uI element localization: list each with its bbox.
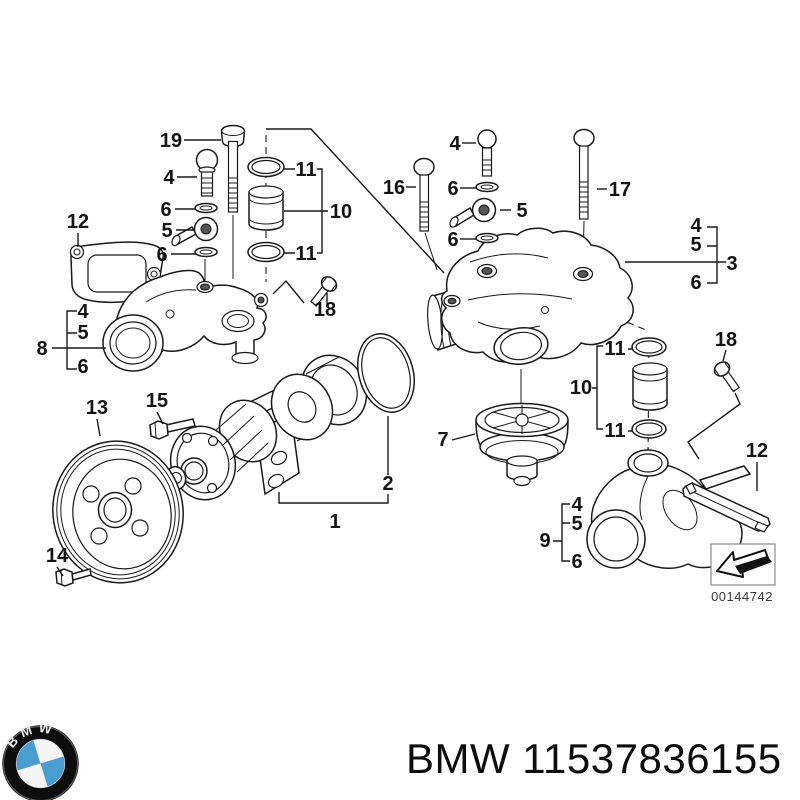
part-oring-11-right-top — [631, 337, 667, 357]
callout-11: 11 — [295, 243, 316, 265]
callout-5: 5 — [690, 234, 701, 256]
callout-2: 2 — [382, 473, 393, 495]
callout-8: 8 — [36, 338, 47, 360]
part-sleeve-10-left — [248, 185, 284, 231]
callout-6: 6 — [447, 178, 458, 200]
part-number-label: BMW 11537836155 — [406, 735, 782, 782]
callout-15: 15 — [146, 390, 168, 412]
callout-6: 6 — [160, 199, 171, 221]
callout-12: 12 — [746, 440, 768, 462]
callout-5: 5 — [161, 220, 172, 242]
part-bolt-14 — [55, 568, 92, 587]
part-washer-6-left-top — [194, 202, 218, 214]
part-bolt-4-left — [195, 148, 219, 197]
callout-14: 14 — [46, 545, 69, 567]
part-bolt-18-right — [713, 361, 741, 393]
part-bolt-16 — [413, 157, 435, 232]
callout-6: 6 — [690, 272, 701, 294]
part-sleeve-10-right — [632, 362, 668, 411]
callout-10: 10 — [330, 201, 352, 223]
callout-3: 3 — [726, 253, 737, 275]
callout-6: 6 — [571, 551, 582, 573]
callout-5: 5 — [77, 322, 88, 344]
callout-12: 12 — [67, 211, 89, 233]
part-bolt-19 — [220, 124, 246, 213]
part-bolt-18-left — [310, 276, 338, 307]
part-water-pump-1 — [165, 354, 368, 501]
callout-6: 6 — [77, 356, 88, 378]
part-washer-6-right-bottom — [475, 232, 499, 244]
callout-7: 7 — [437, 429, 448, 451]
leader-lines — [52, 128, 758, 577]
part-bolt-4-right — [477, 129, 497, 177]
part-bolt-15 — [149, 418, 196, 440]
callout-4: 4 — [163, 167, 175, 189]
callout-11: 11 — [604, 420, 625, 442]
bmw-logo: BMW — [0, 714, 79, 800]
callout-13: 13 — [86, 397, 108, 419]
part-pulley-13 — [52, 440, 184, 584]
part-oring-2 — [357, 333, 415, 413]
part-banjo-5-left — [171, 216, 219, 247]
part-oring-11-left-bottom — [247, 241, 285, 263]
callout-18: 18 — [715, 329, 737, 351]
callout-18: 18 — [314, 299, 336, 321]
callout-4: 4 — [77, 301, 89, 323]
image-id: 00144742 — [711, 589, 773, 604]
part-washer-6-left-bottom — [194, 246, 218, 258]
callout-4: 4 — [449, 133, 461, 155]
direction-arrow-box: 00144742 — [710, 543, 776, 604]
part-oring-11-left-top — [247, 156, 285, 178]
callout-5: 5 — [571, 513, 582, 535]
callout-11: 11 — [604, 338, 625, 360]
callout-6: 6 — [156, 244, 167, 266]
callout-19: 19 — [160, 130, 182, 152]
callout-6: 6 — [447, 229, 458, 251]
callout-17: 17 — [609, 179, 631, 201]
callout-9: 9 — [539, 530, 550, 552]
callout-4: 4 — [571, 494, 583, 516]
callout-4: 4 — [690, 215, 702, 237]
callout-16: 16 — [383, 177, 405, 199]
callout-10: 10 — [570, 377, 592, 399]
arrow-shadow — [735, 556, 772, 574]
callout-1: 1 — [329, 511, 340, 533]
part-thermostat-7 — [475, 402, 569, 487]
part-bolt-17 — [573, 128, 595, 220]
part-housing-3 — [427, 227, 634, 365]
part-banjo-5-right — [449, 197, 497, 228]
part-oring-11-right-bottom — [631, 419, 667, 439]
callout-5: 5 — [516, 200, 527, 222]
part-clamp-12-right — [682, 482, 771, 533]
part-housing-8 — [102, 269, 269, 372]
callout-11: 11 — [295, 159, 316, 181]
part-washer-6-right-top — [475, 181, 499, 193]
